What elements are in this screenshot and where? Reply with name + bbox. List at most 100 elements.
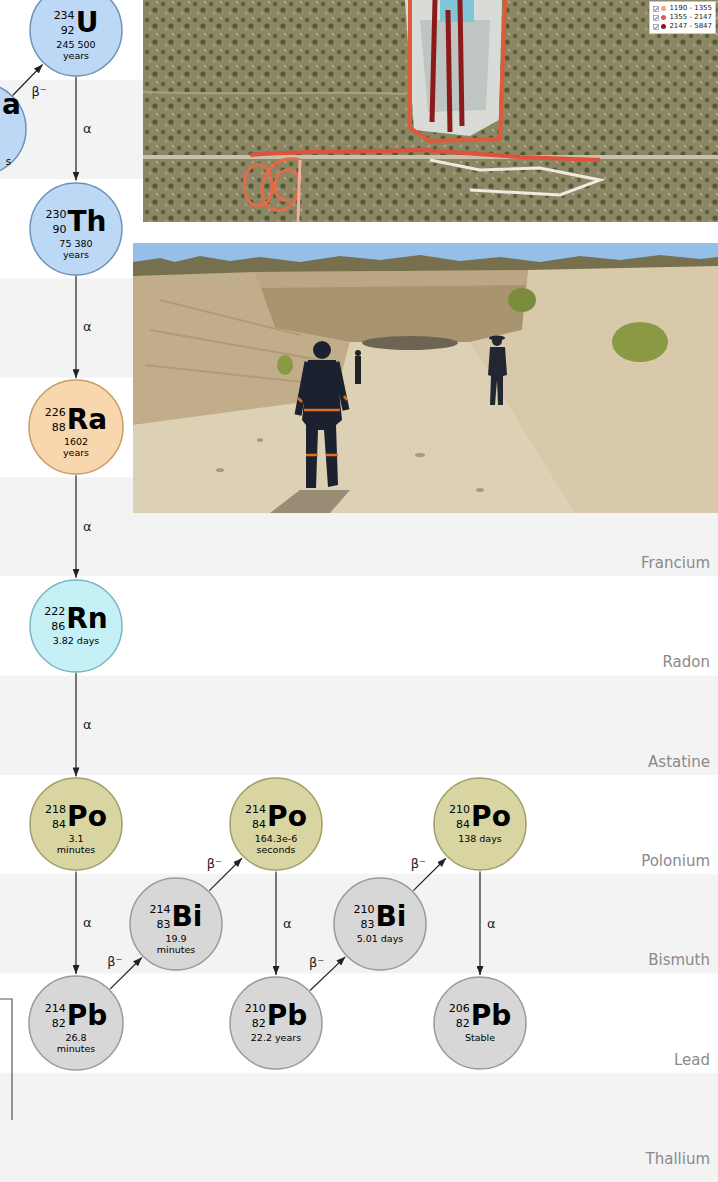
half-life: 3.82 days: [50, 635, 102, 646]
symbol-row: 21082Pb: [245, 1001, 308, 1031]
symbol-row: 21484Po: [245, 802, 307, 832]
mass-number: 210: [354, 904, 375, 916]
circle-outline: [28, 379, 124, 475]
decay-mode: α: [487, 916, 496, 931]
survey-track: [432, 0, 462, 132]
nuclide-circle: 21082Pb22.2 years: [229, 976, 323, 1070]
circle-shape: [334, 878, 426, 970]
element-name: Thallium: [646, 1150, 710, 1168]
symbol-row: 23492U: [54, 8, 99, 38]
pit-photo: [133, 243, 718, 513]
aerial-map: [143, 0, 718, 222]
legend-swatch: [661, 15, 666, 20]
circle-shape: [434, 977, 526, 1069]
legend-swatch: [661, 24, 666, 29]
nuclide-circle: 21083Bi5.01 days: [333, 877, 427, 971]
decay-mode: β⁻: [411, 856, 426, 871]
nuclide-circle: 21084Po138 days: [433, 777, 527, 871]
circle-outline: [229, 777, 323, 871]
mass-number: 226: [45, 407, 66, 419]
pebble: [476, 488, 484, 492]
mass-number: 210: [449, 804, 470, 816]
nuclide-numbers: 21483: [150, 902, 172, 932]
decay-label-box: α: [83, 717, 92, 732]
decay-label-box: α: [83, 121, 92, 136]
legend-row: 1190 - 1355: [653, 4, 712, 13]
nuclide-circle: 22286Rn3.82 days: [29, 579, 123, 673]
decay-arrow: [209, 858, 242, 890]
person: [355, 356, 361, 384]
half-life: 245 500 years: [50, 39, 102, 61]
nuclide-content: 21483Bi19.9 minutes: [150, 902, 203, 955]
decay-mode: α: [283, 916, 292, 931]
element-row-label-box: Astatine: [648, 753, 710, 771]
element-symbol: U: [76, 8, 99, 38]
circle-shape: [130, 878, 222, 970]
decay-mode: β⁻: [207, 856, 222, 871]
circle-outline: [433, 976, 527, 1070]
mass-number: 214: [150, 904, 171, 916]
decay-arrow: [75, 276, 76, 379]
nuclide-circle: as: [0, 82, 27, 176]
nuclide-content: 22286Rn3.82 days: [44, 604, 108, 646]
decay-arrow: [75, 673, 76, 777]
atomic-number: 92: [61, 25, 75, 37]
pebble: [216, 468, 224, 472]
atomic-number: 83: [361, 919, 375, 931]
symbol-row: 21884Po: [45, 802, 107, 832]
decay-arrow: [479, 871, 480, 975]
safety-stripe: [298, 396, 347, 455]
decay-mode: α: [83, 519, 92, 534]
decay-arrow: [110, 958, 142, 990]
element-symbol: Pb: [471, 1001, 512, 1031]
circle-shape: [29, 976, 123, 1070]
pit-puddle: [362, 336, 458, 350]
nuclide-circle: 20682PbStable: [433, 976, 527, 1070]
atomic-number: 90: [52, 224, 66, 236]
decay-mode: α: [83, 319, 92, 334]
nuclide-circle: 23492U245 500 years: [29, 0, 123, 77]
decay-arrow: [75, 475, 76, 578]
legend-checkbox: [653, 15, 659, 21]
survey-track: [250, 150, 600, 160]
nuclide-circle: 22688Ra1602 years: [28, 379, 124, 475]
nuclide-content: 21082Pb22.2 years: [245, 1001, 308, 1043]
shadow: [270, 490, 350, 513]
symbol-row: 21482Pb: [45, 1001, 108, 1031]
nuclide-numbers: 21084: [449, 802, 471, 832]
symbol-row: 21083Bi: [354, 902, 407, 932]
element-name: Bismuth: [648, 951, 710, 969]
circle-outline: [229, 976, 323, 1070]
element-symbol: Th: [67, 207, 106, 237]
atomic-number: 84: [52, 819, 66, 831]
half-life: Stable: [454, 1032, 506, 1043]
nuclide-numbers: 23492: [54, 8, 76, 38]
decay-label-box: β⁻: [32, 84, 47, 99]
half-life: 75 380 years: [50, 238, 102, 260]
symbol-row: 23090Th: [45, 207, 106, 237]
nuclide-numbers: 22688: [45, 405, 67, 435]
nuclide-numbers: 23090: [45, 207, 67, 237]
nuclide-circle: 23090Th75 380 years: [29, 182, 123, 276]
decay-label-box: α: [83, 519, 92, 534]
nuclide-content: 21083Bi5.01 days: [354, 902, 407, 944]
element-symbol: Po: [471, 802, 511, 832]
nuclide-numbers: 20682: [449, 1001, 471, 1031]
nuclide-content: 21084Po138 days: [449, 802, 511, 844]
mass-number: 230: [45, 209, 66, 221]
nuclide-content: as: [2, 90, 21, 167]
half-life: 138 days: [454, 833, 506, 844]
ground: [133, 243, 718, 513]
element-symbol: Bi: [172, 902, 203, 932]
circle-outline: [433, 777, 527, 871]
pebble: [415, 453, 425, 457]
map-legend: 1190 - 13551355 - 21472147 - 5847: [649, 1, 716, 34]
nuclide-content: 23492U245 500 years: [50, 8, 102, 61]
circle-outline: [0, 82, 27, 176]
circle-outline: [28, 975, 124, 1071]
legend-swatch: [661, 6, 666, 11]
mass-number: 218: [45, 804, 66, 816]
person: [488, 347, 507, 405]
